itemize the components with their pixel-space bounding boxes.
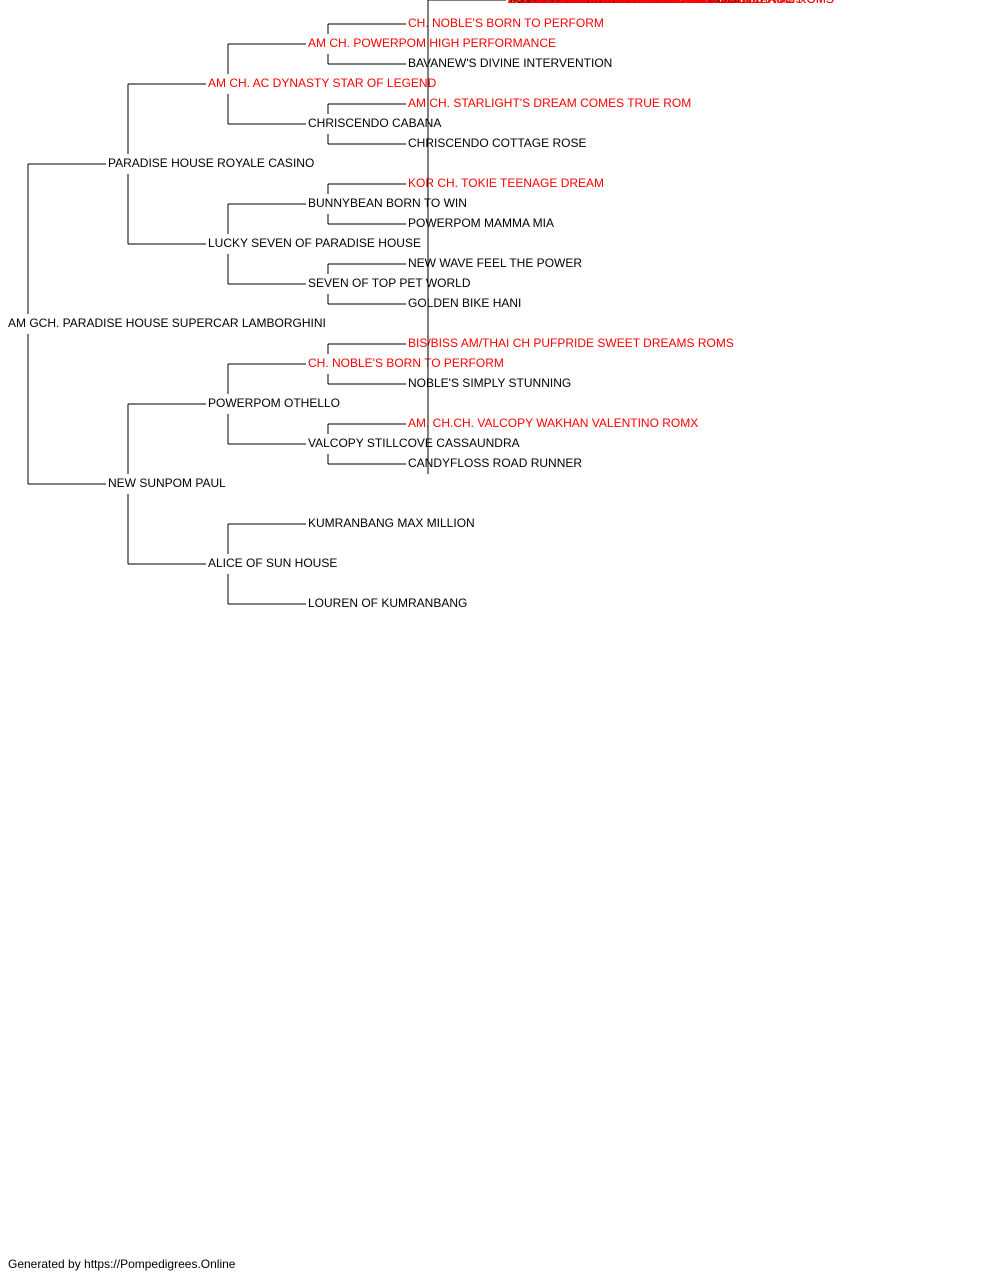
great-grandparent-name: LOUREN OF KUMRANBANG (308, 596, 467, 610)
gg-grandparent-name: CANDYFLOSS ROAD RUNNER (408, 456, 582, 470)
undefined-name: CH. NOBLE'S BORN TO PERFORM (508, 0, 704, 6)
gg-grandparent-name: GOLDEN BIKE HANI (408, 296, 521, 310)
great-grandparent-name: SEVEN OF TOP PET WORLD (308, 276, 471, 290)
undefined-name: CH. RALSTON-PUFPRIDE DREAMER (508, 0, 717, 6)
gg-grandparent-name: NOBLE'S SIMPLY STUNNING (408, 376, 571, 390)
grandparent-name: LUCKY SEVEN OF PARADISE HOUSE (208, 236, 421, 250)
grandparent-name: POWERPOM OTHELLO (208, 396, 340, 410)
undefined-name: AM/CAN CH. SUNTERRA SUPERMODEL (508, 0, 735, 6)
undefined-name: CH. HADLEIGH BLACK MAGIC (508, 0, 679, 6)
undefined-name: CHRISCENDO CAMEO ROSE (508, 0, 673, 6)
undefined-name: DANNYLAD'S LARA (508, 0, 618, 6)
undefined-name: NOBLE'S SIMPLY STUNNING (508, 0, 671, 6)
gg-grandparent-name: AM CH. STARLIGHT'S DREAM COMES TRUE ROM (408, 96, 691, 110)
gg-grandparent-name: AM. CH.CH. VALCOPY WAKHAN VALENTINO ROMX (408, 416, 698, 430)
gg-grandparent-name: BAVANEW'S DIVINE INTERVENTION (408, 56, 612, 70)
undefined-name: CAN. CH. BAVANEW'S RAMBO GOES FREELANCE (508, 0, 793, 6)
undefined-name: BIS/BISS AM/THAI CH PUFPRIDE SWEET DREAM… (508, 0, 834, 6)
great-grandparent-name: VALCOPY STILLCOVE CASSAUNDRA (308, 436, 520, 450)
gg-grandparent-name: CH. NOBLE'S BORN TO PERFORM (408, 16, 604, 30)
undefined-name: AM CH. DOMINIC OF LENETTE ROM (508, 0, 714, 6)
great-grandparent-name: CHRISCENDO CABANA (308, 116, 441, 130)
undefined-name: CH. VALCOPY WAKHAN LILLY DACHE (508, 0, 722, 6)
great-grandparent-name: BUNNYBEAN BORN TO WIN (308, 196, 467, 210)
great-grandparent-name: CH. NOBLE'S BORN TO PERFORM (308, 356, 504, 370)
undefined-name: CAN. CH. JENUWANE SIGNATURE SERIES (508, 0, 751, 6)
gg-grandparent-name: KOR CH. TOKIE TEENAGE DREAM (408, 176, 604, 190)
undefined-name: NEW WAVE'S ANGEL'S SHARE (508, 0, 682, 6)
undefined-name: LAKEWAY N RAGDOLL'S CANDY APL ROM (508, 0, 749, 6)
great-grandparent-name: AM CH. POWERPOM HIGH PERFORMANCE (308, 36, 556, 50)
subject-name: AM GCH. PARADISE HOUSE SUPERCAR LAMBORGH… (8, 316, 326, 330)
undefined-name: BIS BISS CH. FINCH'S HE WALKS ON WATER R… (508, 0, 803, 6)
undefined-name: TOKIE EVERTOP HI SPEED (508, 0, 664, 6)
great-grandparent-name: KUMRANBANG MAX MILLION (308, 516, 475, 530)
undefined-name: TOKIE THE LAST SAMURAI AT PAK DOME (508, 0, 745, 6)
undefined-name: CH. CANDYFLOSS DAZZLING (508, 0, 676, 6)
footer-credit: Generated by https://Pompedigrees.Online (8, 1257, 236, 1271)
grandparent-name: ALICE OF SUN HOUSE (208, 556, 337, 570)
grandparent-name: AM CH. AC DYNASTY STAR OF LEGEND (208, 76, 437, 90)
parent-name: PARADISE HOUSE ROYALE CASINO (108, 156, 314, 170)
gg-grandparent-name: CHRISCENDO COTTAGE ROSE (408, 136, 586, 150)
undefined-name: BIS/BISS AM/THAI CH PUFPRIDE SWEET DREAM… (508, 0, 834, 6)
gg-grandparent-name: NEW WAVE FEEL THE POWER (408, 256, 582, 270)
undefined-name: AM CH. CHRISCENDO CALL TO ARMS ROMS (508, 0, 763, 6)
gg-grandparent-name: BIS/BISS AM/THAI CH PUFPRIDE SWEET DREAM… (408, 336, 734, 350)
pedigree-tree: AM GCH. PARADISE HOUSE SUPERCAR LAMBORGH… (8, 0, 834, 610)
undefined-name: POWERPOM CITY OF ANGELS (508, 0, 682, 6)
undefined-name: CH. PUF-PRIDE MZ CLOUD KNIGNE (508, 0, 712, 6)
gg-grandparent-name: POWERPOM MAMMA MIA (408, 216, 554, 230)
parent-name: NEW SUNPOM PAUL (108, 476, 226, 490)
